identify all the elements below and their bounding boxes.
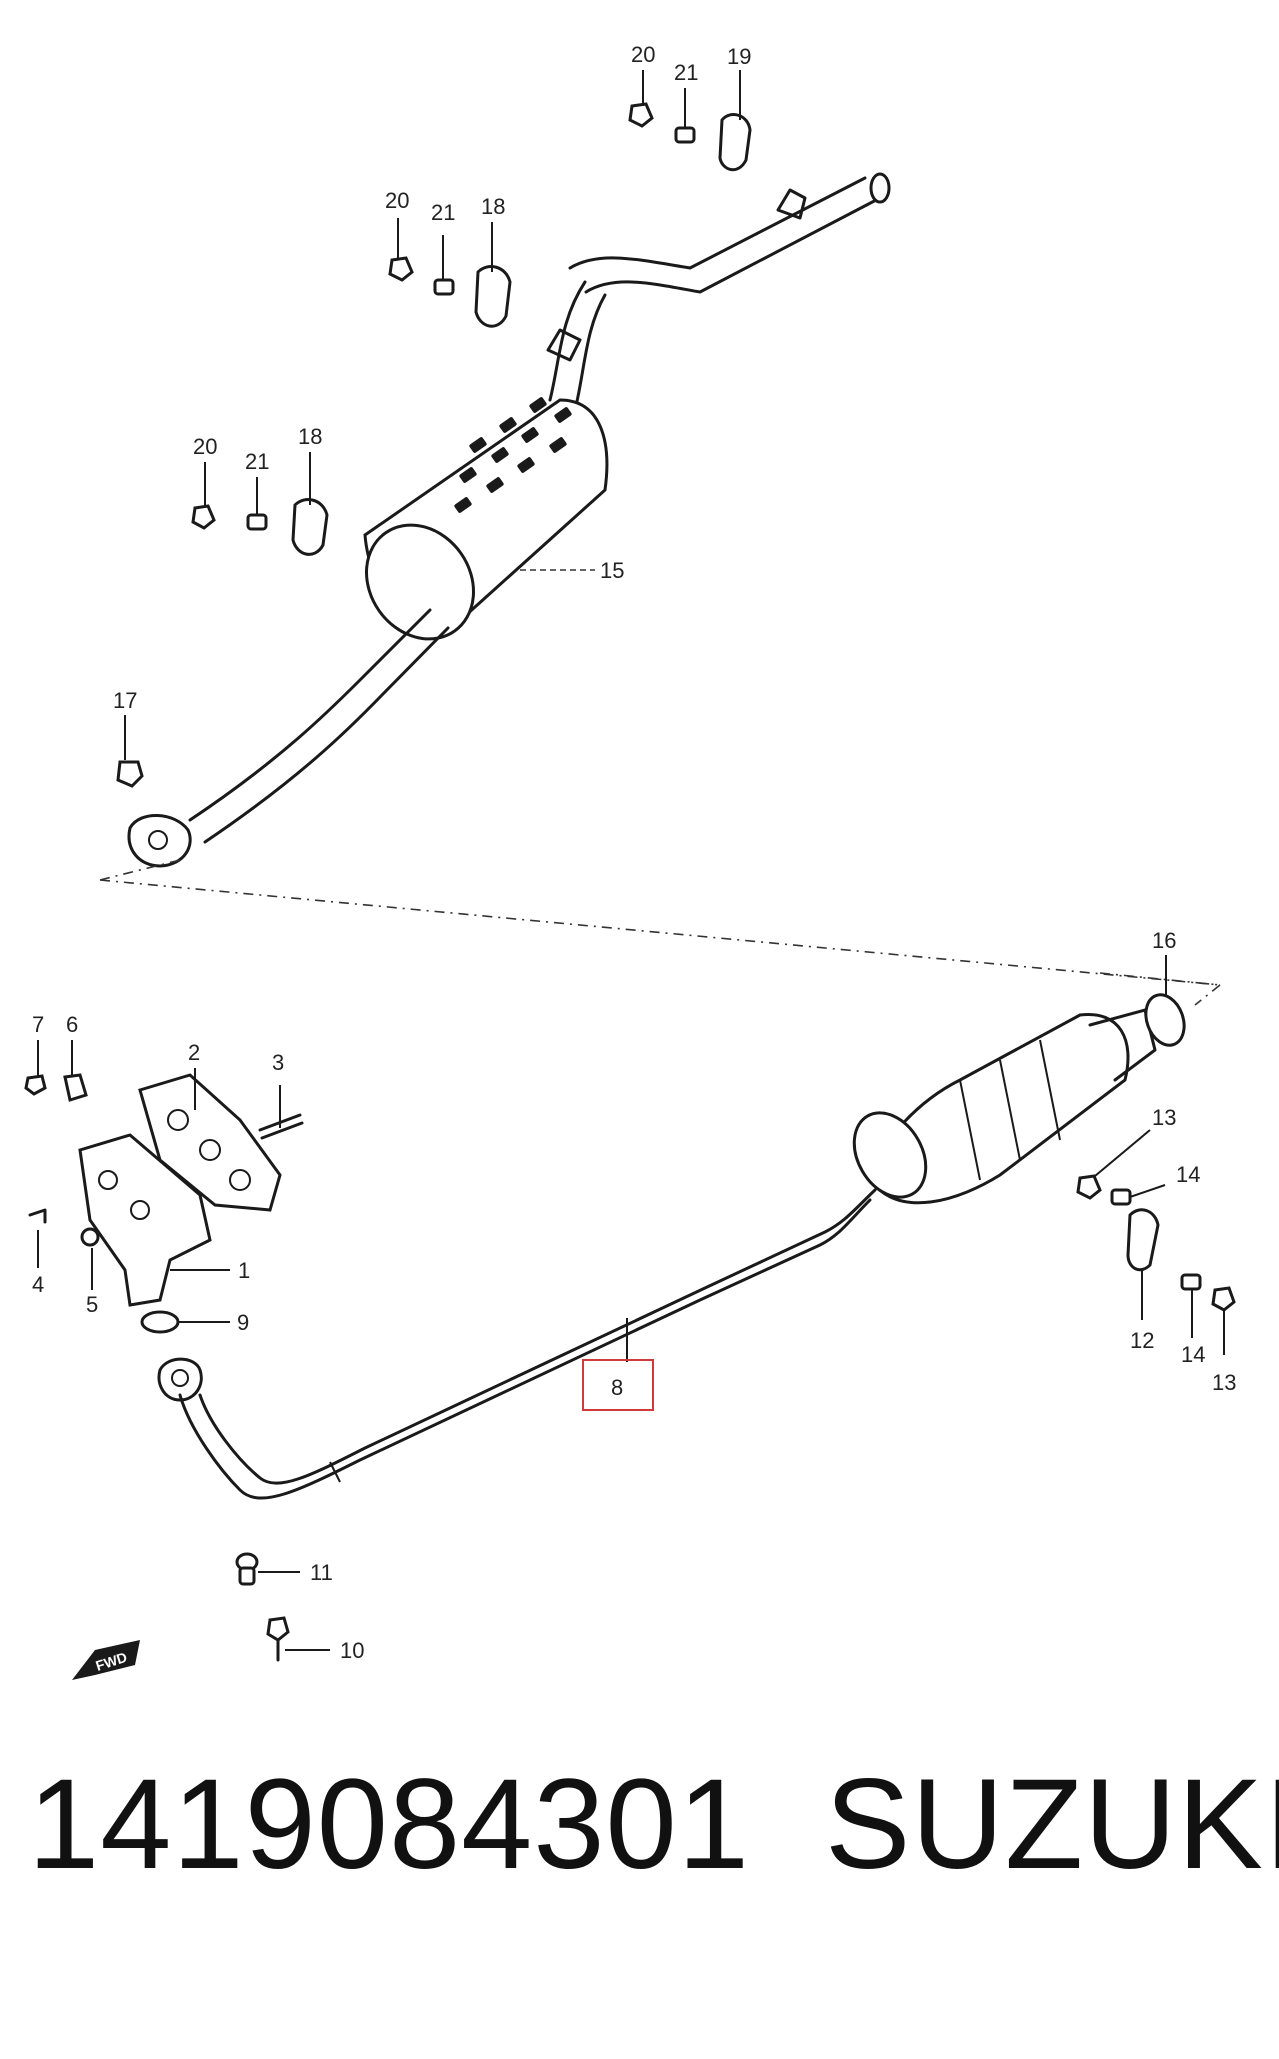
callout-label: 20	[193, 434, 217, 459]
callout-label: 17	[113, 688, 137, 713]
part-number: 1419084301	[28, 1753, 750, 1896]
callout-label: 8	[611, 1375, 623, 1400]
callout-label: 11	[310, 1560, 333, 1585]
callout-label: 14	[1181, 1342, 1205, 1367]
callout-label: 7	[32, 1012, 44, 1037]
callout-label: 9	[237, 1310, 249, 1335]
callout-label: 21	[431, 200, 455, 225]
forward-arrow-icon: FWD	[72, 1640, 140, 1680]
callout-label: 6	[66, 1012, 78, 1037]
footer: 1419084301 SUZUKI	[0, 1745, 1279, 1945]
leader-lines	[37, 70, 1225, 1651]
callout-label: 3	[272, 1050, 284, 1075]
callout-label: 12	[1130, 1328, 1154, 1353]
callout-label: 20	[631, 42, 655, 67]
callout-label: 13	[1152, 1105, 1176, 1130]
callout-label: 21	[245, 449, 269, 474]
exhaust-parts-diagram: FWD 20 21 19 20 21 18 20 21 18 15 17 16 …	[24, 42, 1236, 1680]
highlight-box	[582, 1359, 654, 1411]
callout-label: 14	[1176, 1162, 1200, 1187]
callout-label: 21	[674, 60, 698, 85]
callout-label: 2	[188, 1040, 200, 1065]
callout-label: 1	[238, 1258, 250, 1283]
callout-label: 16	[1152, 928, 1176, 953]
callout-label: 5	[86, 1292, 98, 1317]
callout-label: 13	[1212, 1370, 1236, 1395]
rear-muffler-assembly	[116, 172, 891, 868]
callout-label: 4	[32, 1272, 44, 1297]
callout-labels: 20 21 19 20 21 18 20 21 18 15 17 16 7 6 …	[32, 42, 1236, 1663]
callout-label: 20	[385, 188, 409, 213]
callout-label: 18	[481, 194, 505, 219]
callout-label: 19	[727, 44, 751, 69]
brand-name: SUZUKI	[825, 1753, 1279, 1896]
callout-label: 18	[298, 424, 322, 449]
front-pipe-assembly	[24, 993, 1236, 1662]
callout-label: 10	[340, 1638, 364, 1663]
callout-label: 15	[600, 558, 624, 583]
